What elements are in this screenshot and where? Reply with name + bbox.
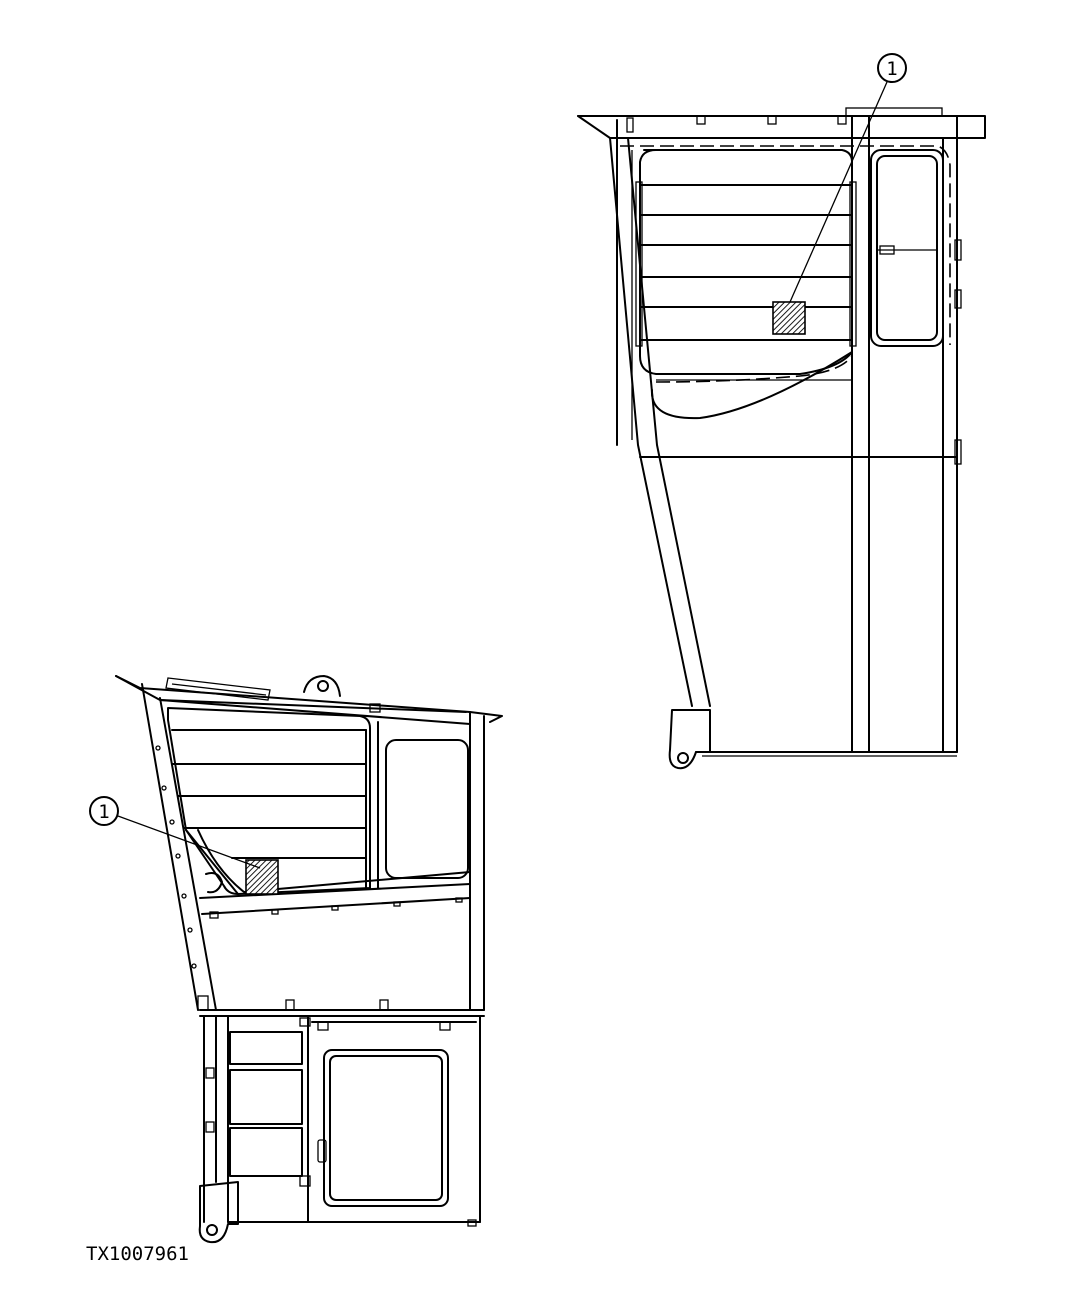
cab-rear-view: 1: [577, 53, 986, 770]
callout-circle-side: [89, 796, 119, 826]
callout-label-side: 1: [98, 801, 109, 823]
decal-rear-view: [772, 301, 806, 335]
drawing-id: TX1007961: [86, 1243, 189, 1265]
decal-side-view: [245, 859, 279, 895]
callout-circle-rear: [877, 53, 907, 83]
callout-label-rear: 1: [886, 58, 897, 80]
cab-side-view: 1: [89, 675, 503, 1244]
